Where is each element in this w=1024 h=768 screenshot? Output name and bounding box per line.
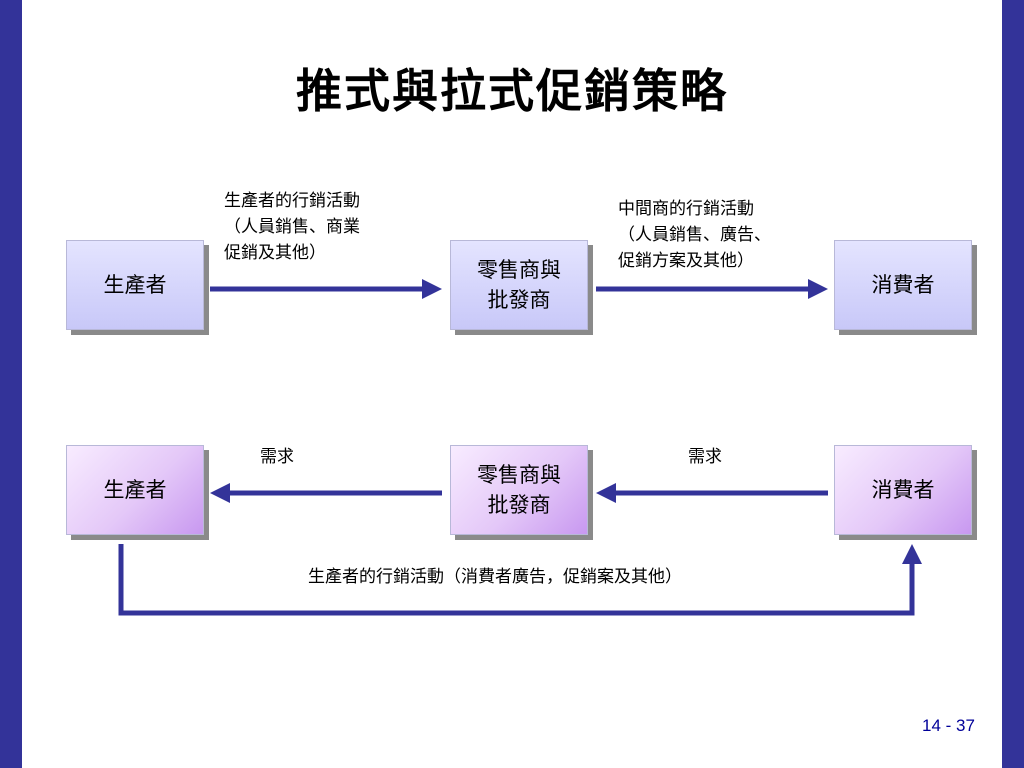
push-intermediary-activity-label: 中間商的行銷活動 （人員銷售、廣告、 促銷方案及其他） <box>618 199 771 271</box>
right-border <box>1002 0 1024 768</box>
pull-retailer-label: 零售商與 批發商 <box>477 463 561 517</box>
pull-consumer-label: 消費者 <box>871 478 935 502</box>
pull-arrow-retailer-to-producer <box>210 483 442 503</box>
push-producer-label: 生產者 <box>103 273 167 297</box>
pull-connector-producer-to-consumer <box>118 544 922 616</box>
push-arrow-producer-to-retailer <box>210 279 442 299</box>
pull-producer-activity-label: 生產者的行銷活動（消費者廣告，促銷案及其他） <box>308 567 682 587</box>
push-consumer-box: 消費者 <box>834 240 972 330</box>
push-arrow-retailer-to-consumer <box>596 279 828 299</box>
pull-consumer-box: 消費者 <box>834 445 972 535</box>
pull-producer-label: 生產者 <box>103 478 167 502</box>
pull-retailer-box: 零售商與 批發商 <box>450 445 588 535</box>
pull-demand-left-label: 需求 <box>260 447 294 467</box>
left-border <box>0 0 22 768</box>
push-producer-activity-label: 生產者的行銷活動 （人員銷售、商業 促銷及其他） <box>224 191 360 263</box>
push-retailer-box: 零售商與 批發商 <box>450 240 588 330</box>
pull-arrow-consumer-to-retailer <box>596 483 828 503</box>
pull-demand-right-label: 需求 <box>688 447 722 467</box>
push-producer-box: 生產者 <box>66 240 204 330</box>
page-number: 14 - 37 <box>922 716 975 735</box>
pull-producer-box: 生產者 <box>66 445 204 535</box>
slide-title: 推式與拉式促銷策略 <box>296 64 728 118</box>
push-retailer-label: 零售商與 批發商 <box>477 258 561 312</box>
push-consumer-label: 消費者 <box>871 273 935 297</box>
